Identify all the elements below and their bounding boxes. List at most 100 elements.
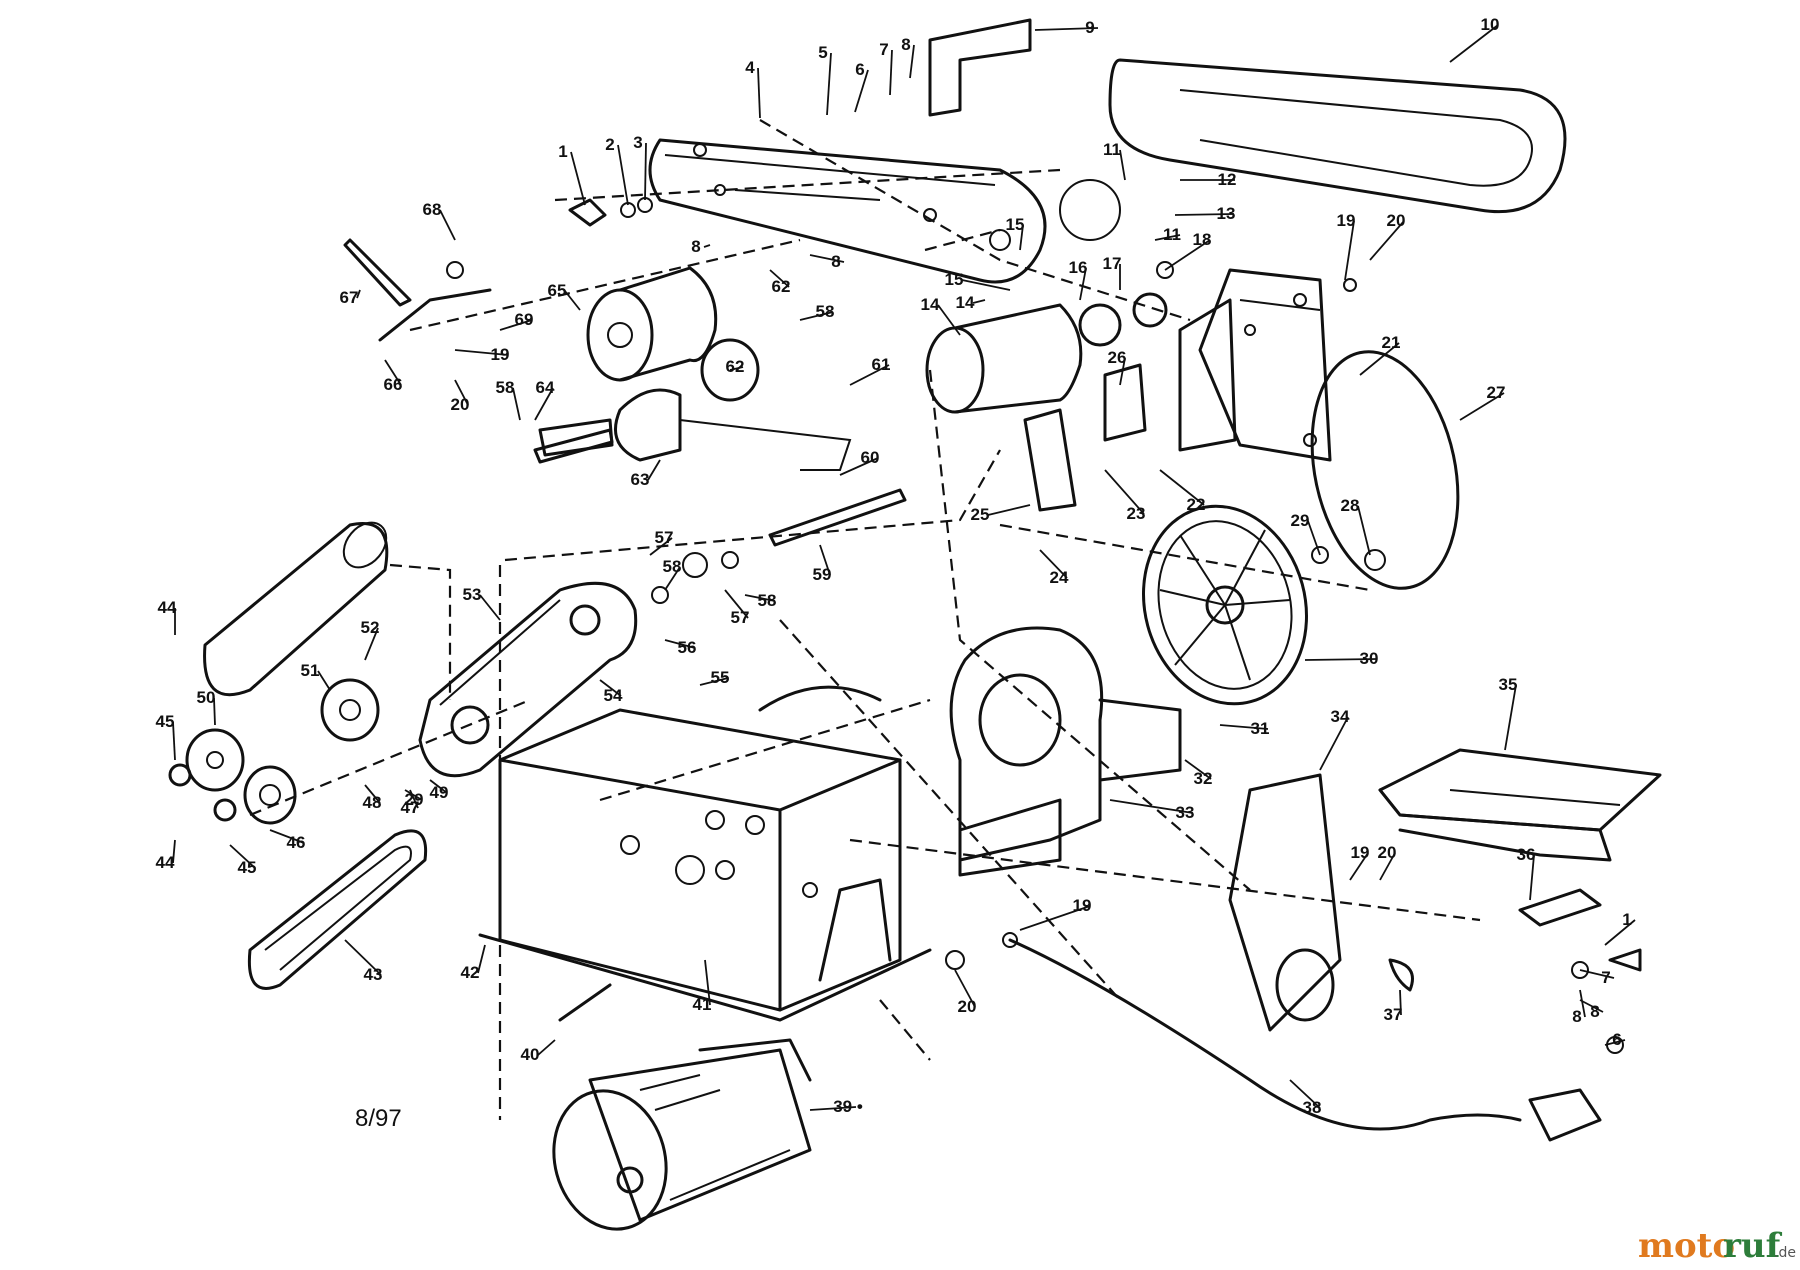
callout-leader: [647, 459, 661, 481]
part-number-label: 6: [1612, 1030, 1621, 1049]
part-number-label: 6: [855, 60, 864, 79]
callout-leader: [1579, 989, 1586, 1018]
part-number-label: 23: [1127, 504, 1146, 523]
part-number-label: 4: [745, 58, 755, 77]
part-number-label: 64: [536, 378, 555, 397]
part-number-label: 49: [430, 783, 449, 802]
callout-leader: [1304, 658, 1378, 661]
watermark-suffix: .de: [1774, 1245, 1796, 1261]
callout-leader: [537, 1039, 556, 1056]
part-number-label: 47: [401, 798, 420, 817]
part-number-label: 58: [816, 302, 835, 321]
part-number-label: 36: [1517, 845, 1536, 864]
callout-leader: [909, 44, 915, 79]
part-number-label: 2: [605, 135, 614, 154]
callout-leader: [404, 789, 423, 801]
part-number-label: 31: [1251, 719, 1270, 738]
part-number-label: 44: [158, 598, 177, 617]
part-number-label: 40: [521, 1045, 540, 1064]
part-number-label: 19: [1351, 843, 1370, 862]
callout-leader: [1119, 149, 1126, 181]
part-number-label: 19: [1337, 211, 1356, 230]
callout-leader: [317, 670, 331, 691]
callout-leader: [809, 1106, 857, 1111]
callout-leader: [809, 254, 845, 263]
callout-leader: [454, 379, 469, 406]
part-number-label: 68: [423, 200, 442, 219]
callout-leader: [1369, 220, 1405, 261]
callout-leader: [729, 366, 744, 371]
part-number-label: 1: [558, 142, 567, 161]
callout-leader: [384, 359, 402, 386]
part-number-label: 62: [772, 277, 791, 296]
callout-leader: [534, 387, 554, 421]
callout-leader: [439, 209, 456, 241]
callout-leader: [1219, 724, 1269, 730]
callout-leader: [1504, 684, 1517, 751]
disc-plate-part: [1142, 504, 1308, 706]
callout-leader: [1019, 224, 1024, 251]
callout-leader: [664, 566, 681, 591]
callout-leader: [799, 311, 834, 321]
callout-leader: [269, 829, 305, 844]
part-number-label: 8: [1590, 1002, 1599, 1021]
part-number-label: 14: [956, 293, 975, 312]
work-table-part: [1378, 748, 1662, 862]
callout-leader: [1104, 469, 1145, 515]
part-number-label: 29: [1291, 511, 1310, 530]
part-number-label: 38: [1303, 1098, 1322, 1117]
part-number-label: 20: [1378, 843, 1397, 862]
part-number-label: 7: [1601, 968, 1610, 987]
callout-leader: [1307, 520, 1321, 556]
callout-leader: [356, 289, 361, 299]
part-number-label: 27: [1487, 383, 1506, 402]
callout-leader: [889, 49, 893, 96]
part-number-label: 45: [156, 712, 175, 731]
part-number-label: 67: [340, 288, 359, 307]
part-number-label: 15: [1006, 215, 1025, 234]
hardware-parts: [343, 197, 1642, 1054]
site-watermark: moto ruf .de: [1638, 1226, 1796, 1266]
callout-leader: [1119, 357, 1126, 386]
part-number-label: 43: [364, 965, 383, 984]
callout-leader: [854, 69, 869, 113]
callout-leader: [1184, 759, 1212, 780]
callout-leader: [987, 504, 1031, 516]
callout-leader: [849, 364, 890, 386]
callout-leader: [1529, 854, 1535, 901]
base-housing-part: [478, 685, 932, 1022]
callout-leader: [1399, 989, 1402, 1016]
callout-leader: [1459, 392, 1505, 421]
part-number-label: 34: [1331, 707, 1350, 726]
part-number-label: 8: [831, 252, 840, 271]
drive-belt-part: [247, 829, 428, 990]
callout-leader: [1039, 549, 1068, 579]
callout-leader: [769, 269, 790, 288]
bracket-part: [928, 18, 1032, 117]
callout-leader: [564, 290, 581, 311]
pin-part: [533, 428, 614, 464]
part-number-label: 41: [693, 995, 712, 1014]
part-number-label: 69: [515, 310, 534, 329]
part-number-label: 45: [238, 858, 257, 877]
part-number-label: 59: [813, 565, 832, 584]
part-number-label: 50: [197, 688, 216, 707]
part-number-label: 46: [287, 833, 306, 852]
part-number-label: 8: [691, 237, 700, 256]
callout-leader: [1154, 234, 1181, 241]
part-number-label: 20: [958, 997, 977, 1016]
callout-leader: [1289, 1079, 1321, 1109]
part-number-label: 57: [731, 608, 750, 627]
callout-leader: [172, 839, 176, 864]
callout-leader: [499, 319, 533, 331]
callout-leader: [744, 594, 776, 602]
callout-leader: [617, 144, 629, 206]
part-number-label: 15: [945, 270, 964, 289]
drive-drum-part: [538, 266, 852, 471]
part-number-label: 30: [1360, 649, 1379, 668]
part-number-label: 39 •: [833, 1097, 863, 1116]
callout-leader: [1349, 852, 1369, 881]
callout-leader: [1034, 27, 1099, 31]
assembly-guide-lines: [249, 119, 1481, 1120]
part-number-label: 56: [678, 638, 697, 657]
